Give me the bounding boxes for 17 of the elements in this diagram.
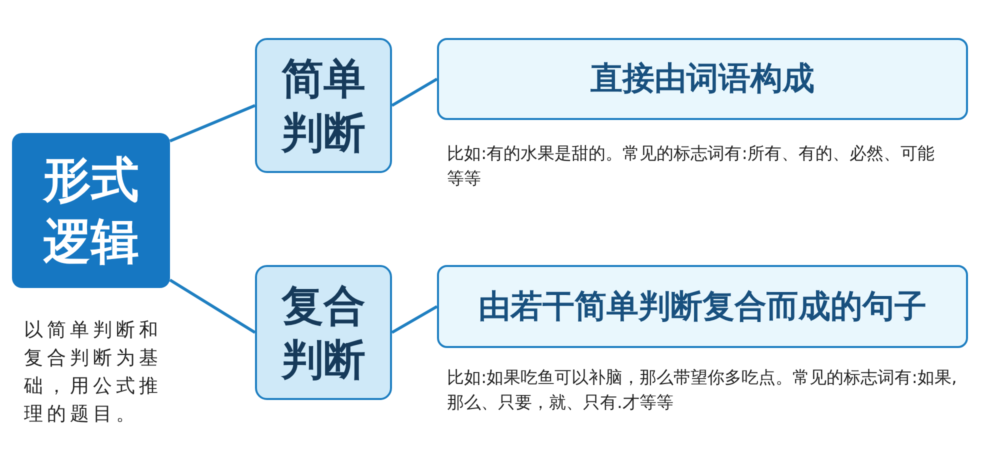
category-box: [255, 265, 392, 400]
box-title: 简单判断: [281, 52, 366, 158]
box-title: 直接由词语构成: [590, 58, 814, 99]
category-box: [255, 38, 392, 173]
connector-line: [169, 278, 256, 334]
definition-box: [437, 265, 968, 348]
box-title: 由若干简单判断复合而成的句子: [478, 286, 926, 326]
connector-line: [169, 104, 256, 142]
connector-line: [391, 305, 438, 334]
definition-box: [437, 38, 968, 120]
note-text: 比如:如果吃鱼可以补脑，那么带望你多吃点。常见的标志词有:如果,那么、只要，就、只有.才等等: [447, 367, 958, 415]
box-title: 形式逻辑: [42, 150, 140, 272]
note-text: 比如:有的水果是甜的。常见的标志词有:所有、有的、必然、可能等等: [447, 143, 936, 191]
connector-line: [391, 78, 438, 107]
box-title: 复合判断: [281, 280, 366, 386]
note-text: 以简单判断和复合判断为基础，用公式推理的题目。: [24, 318, 163, 427]
topic-box: [12, 133, 170, 288]
